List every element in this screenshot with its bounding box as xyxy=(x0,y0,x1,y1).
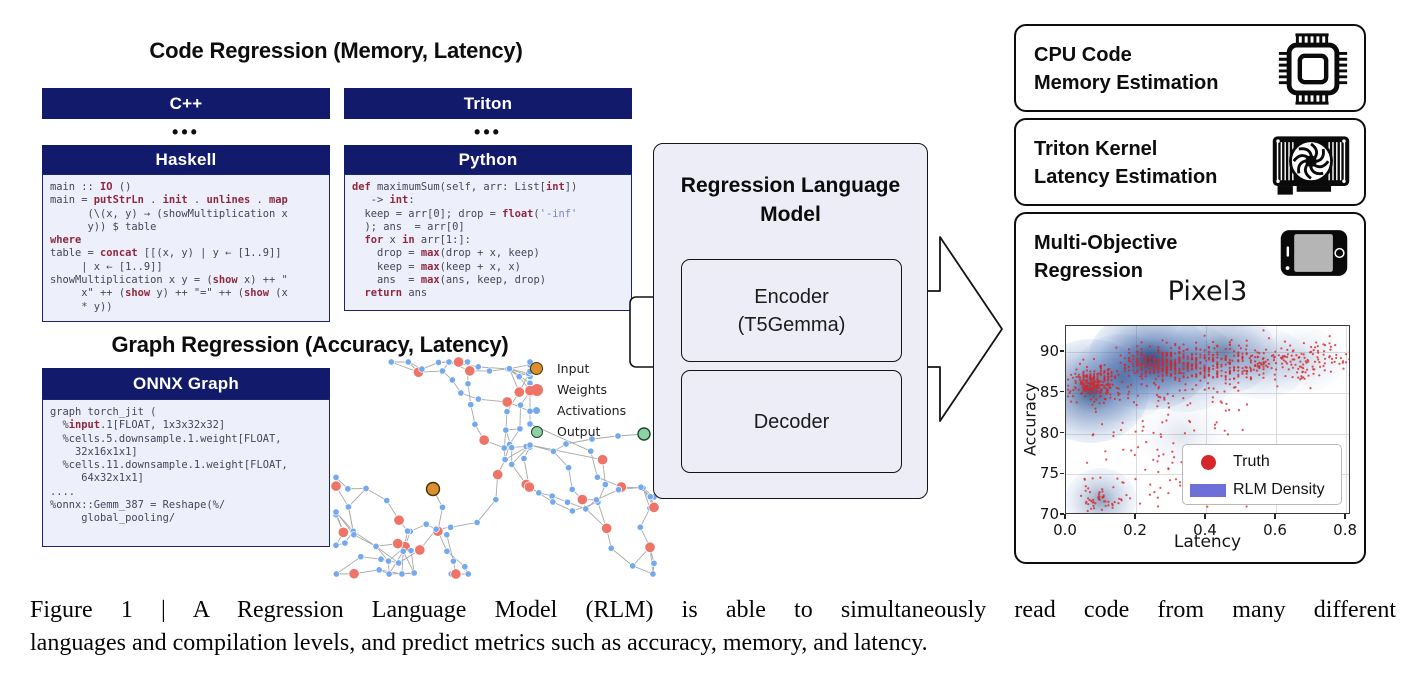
triton-header-bar: Triton xyxy=(344,88,632,119)
graph-regression-title: Graph Regression (Accuracy, Latency) xyxy=(111,332,509,357)
rlm-density-legend-label: RLM Density xyxy=(1233,481,1325,498)
encoder-box: Encoder (T5Gemma) xyxy=(681,259,902,362)
chart-legend: Truth RLM Density xyxy=(1182,444,1342,505)
triton-latency-label: Triton Kernel Latency Estimation xyxy=(1034,138,1218,188)
chart-x-axis-label: Latency xyxy=(1173,532,1242,552)
network-legend-item: Weights xyxy=(530,379,626,400)
chart-title: Pixel3 xyxy=(1167,276,1248,307)
haskell-header-bar: Haskell xyxy=(42,145,330,174)
caption-line-2: languages and compilation levels, and pr… xyxy=(30,630,928,656)
y-tick-label: 85 xyxy=(1039,382,1059,401)
caption-line-1: Figure 1 | A Regression Language Model (… xyxy=(30,597,1396,623)
python-code-snippet: def maximumSum(self, arr: List[int]) -> … xyxy=(344,174,632,311)
python-header-bar: Python xyxy=(344,145,632,174)
multi-objective-output-box: Multi-Objective Regression Pixel3 Accura… xyxy=(1014,212,1366,564)
network-legend-item: Input xyxy=(530,358,626,379)
code-regression-title: Code Regression (Memory, Latency) xyxy=(149,38,523,63)
cpu-memory-label: CPU Code Memory Estimation xyxy=(1034,44,1219,94)
cpu-memory-output-box: CPU Code Memory Estimation xyxy=(1014,24,1366,112)
x-tick-label: 0.0 xyxy=(1053,521,1077,539)
x-tick-label: 0.8 xyxy=(1333,521,1358,539)
haskell-code-snippet: main :: IO ()main = putStrLn . init . un… xyxy=(42,174,330,322)
rlm-density-legend-marker xyxy=(1183,483,1233,497)
onnx-code-snippet: graph torch_jit ( %input.1[FLOAT, 1x3x32… xyxy=(42,399,330,547)
x-tick-label: 0.4 xyxy=(1193,521,1217,539)
truth-legend-marker xyxy=(1183,454,1233,470)
triton-latency-output-box: Triton Kernel Latency Estimation xyxy=(1014,118,1366,206)
truth-legend-label: Truth xyxy=(1233,453,1270,470)
model-title: Regression Language Model xyxy=(680,174,901,226)
ellipsis-left: ••• xyxy=(172,122,200,142)
rlm-density-blob xyxy=(1171,326,1276,395)
onnx-header-bar: ONNX Graph xyxy=(42,368,330,399)
x-tick-label: 0.6 xyxy=(1263,521,1287,539)
gpu-card-icon xyxy=(1268,130,1354,200)
decoder-box: Decoder xyxy=(681,370,902,473)
y-tick-label: 75 xyxy=(1039,464,1059,483)
rlm-density-blob xyxy=(1066,468,1138,513)
onnx-network-graph xyxy=(330,356,660,580)
cpp-header-bar: C++ xyxy=(42,88,330,119)
y-tick-label: 80 xyxy=(1039,423,1059,442)
ellipsis-right: ••• xyxy=(474,122,502,142)
y-tick-label: 70 xyxy=(1039,505,1059,523)
rlm-density-blob xyxy=(1262,328,1347,393)
multi-objective-label: Multi-Objective Regression xyxy=(1034,232,1178,282)
x-tick-label: 0.2 xyxy=(1123,521,1147,539)
network-legend-item: Activations xyxy=(533,400,626,421)
y-tick-label: 90 xyxy=(1039,342,1059,361)
figure-caption: Figure 1 | A Regression Language Model (… xyxy=(30,594,1396,660)
smartphone-icon xyxy=(1280,229,1348,277)
regression-language-model-box: Regression Language Model Encoder (T5Gem… xyxy=(653,143,928,499)
cpu-chip-icon xyxy=(1274,30,1352,108)
truth-scatter-points xyxy=(1067,329,1349,513)
network-legend-item: Output xyxy=(530,421,626,442)
